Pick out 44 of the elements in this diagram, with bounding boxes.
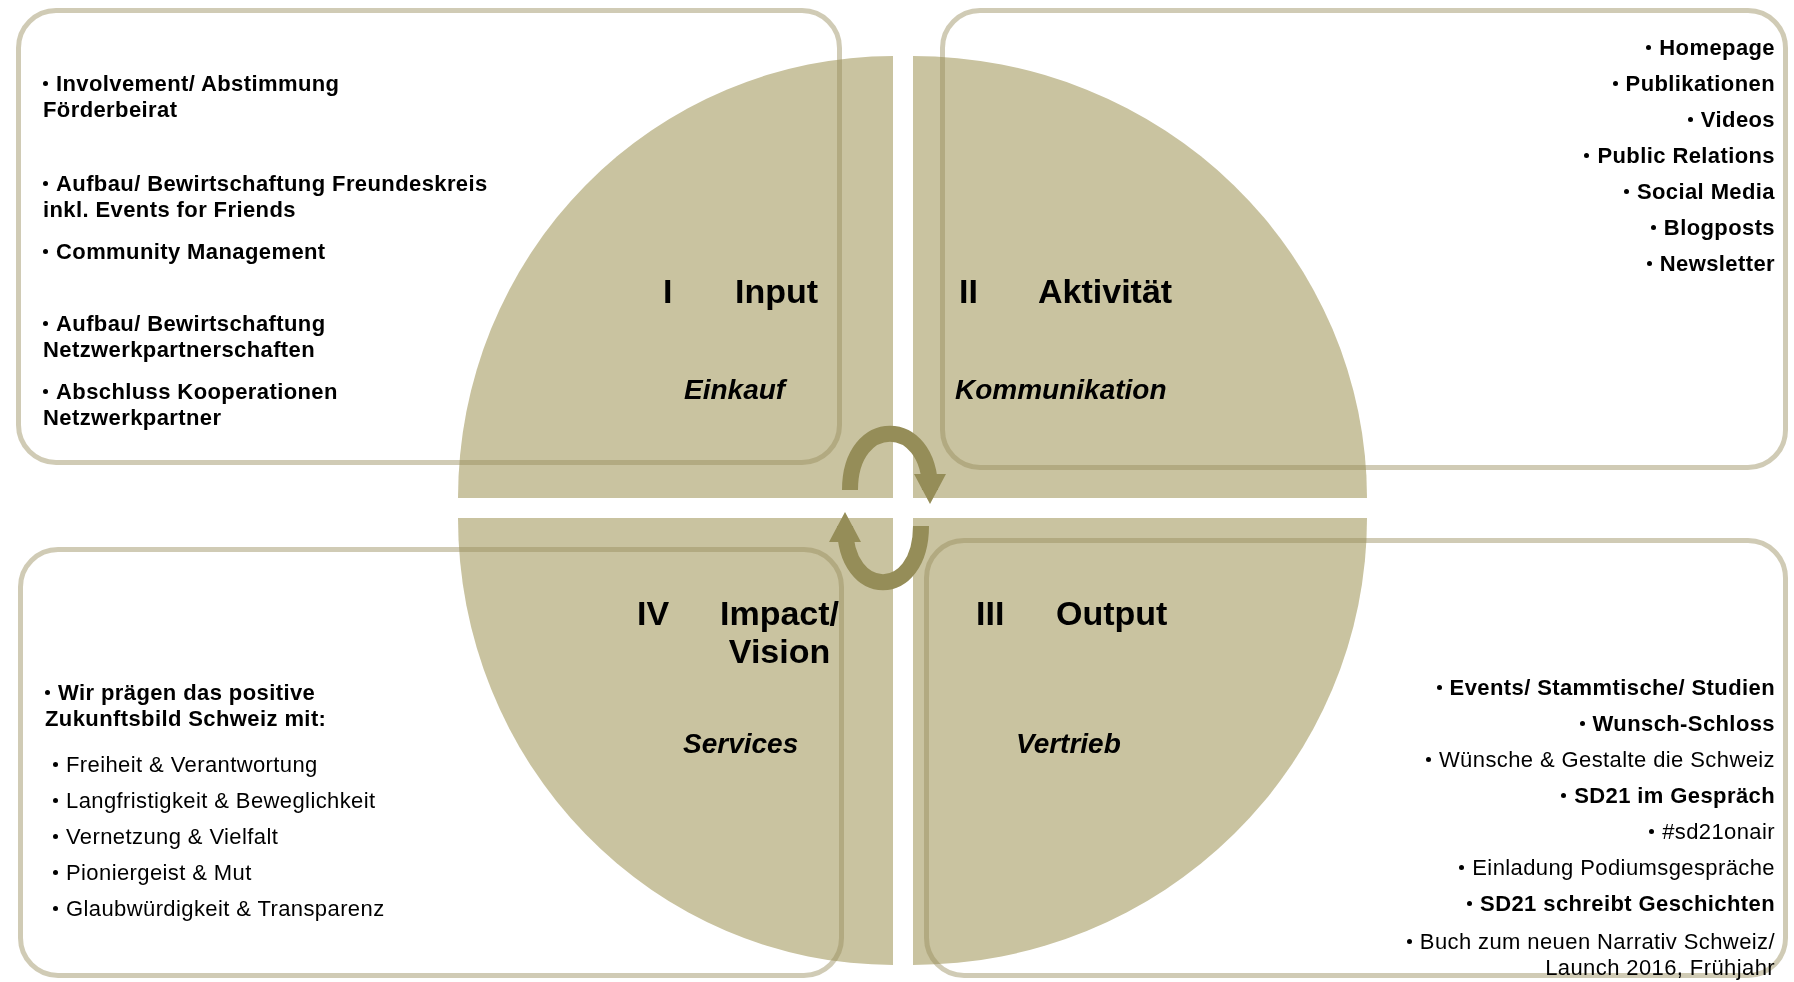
quadrant-subtitle: Vertrieb: [1016, 728, 1121, 760]
quadrant-title: Impact/ Vision: [720, 594, 840, 670]
rounded-panel: [16, 8, 842, 465]
list-item: Videos: [1687, 107, 1775, 133]
quadrant-title: Input: [735, 272, 819, 310]
rounded-panel: [940, 8, 1788, 470]
list-item: Community Management: [43, 239, 463, 265]
rounded-panel: [18, 547, 844, 978]
quadrant-title: Aktivität: [1038, 272, 1173, 310]
quadrant-subtitle: Services: [683, 728, 799, 760]
list-item: Events/ Stammtische/ Studien: [1436, 675, 1775, 701]
roman-numeral: I: [663, 272, 673, 310]
list-item: Involvement/ Abstimmung Förderbeirat: [43, 71, 341, 123]
list-item: Buch zum neuen Narrativ Schweiz/ Launch 2016, Frühjahr: [1355, 929, 1775, 981]
roman-numeral: III: [976, 594, 1005, 632]
list-item: Newsletter: [1646, 251, 1775, 277]
list-item: Einladung Podiumsgespräche: [1459, 855, 1775, 881]
list-item: Publikationen: [1612, 71, 1775, 97]
roman-numeral: II: [959, 272, 978, 310]
list-item: SD21 im Gespräch: [1561, 783, 1775, 809]
list-item: #sd21onair: [1649, 819, 1775, 845]
quadrant-title: Output: [1056, 594, 1168, 632]
cycle-arrow: [830, 512, 929, 590]
list-item: Wir prägen das positive Zukunftsbild Schweiz mit:: [45, 680, 328, 732]
list-item: Pioniergeist & Mut: [53, 860, 453, 886]
list-item: Aufbau/ Bewirtschaftung Netzwerkpartnerschaften: [43, 311, 327, 363]
list-item: Public Relations: [1584, 143, 1775, 169]
list-item: Wunsch-Schloss: [1579, 711, 1775, 737]
list-item: Abschluss Kooperationen Netzwerkpartner: [43, 379, 339, 431]
list-item: Vernetzung & Vielfalt: [53, 824, 453, 850]
quadrant-subtitle: Kommunikation: [955, 374, 1167, 406]
rounded-panel: [924, 538, 1788, 978]
list-item: Homepage: [1646, 35, 1775, 61]
list-item: Blogposts: [1650, 215, 1775, 241]
list-item: Social Media: [1623, 179, 1775, 205]
list-item: Aufbau/ Bewirtschaftung Freundeskreis inkl. Events for Friends: [43, 171, 489, 223]
list-item: Glaubwürdigkeit & Transparenz: [53, 896, 453, 922]
list-item: Langfristigkeit & Beweglichkeit: [53, 788, 453, 814]
quadrant-subtitle: Einkauf: [684, 374, 786, 406]
list-item: Freiheit & Verantwortung: [53, 752, 453, 778]
roman-numeral: IV: [637, 594, 670, 632]
list-item: SD21 schreibt Geschichten: [1467, 891, 1775, 917]
cycle-arrow: [842, 425, 945, 504]
list-item: Wünsche & Gestalte die Schweiz: [1425, 747, 1775, 773]
